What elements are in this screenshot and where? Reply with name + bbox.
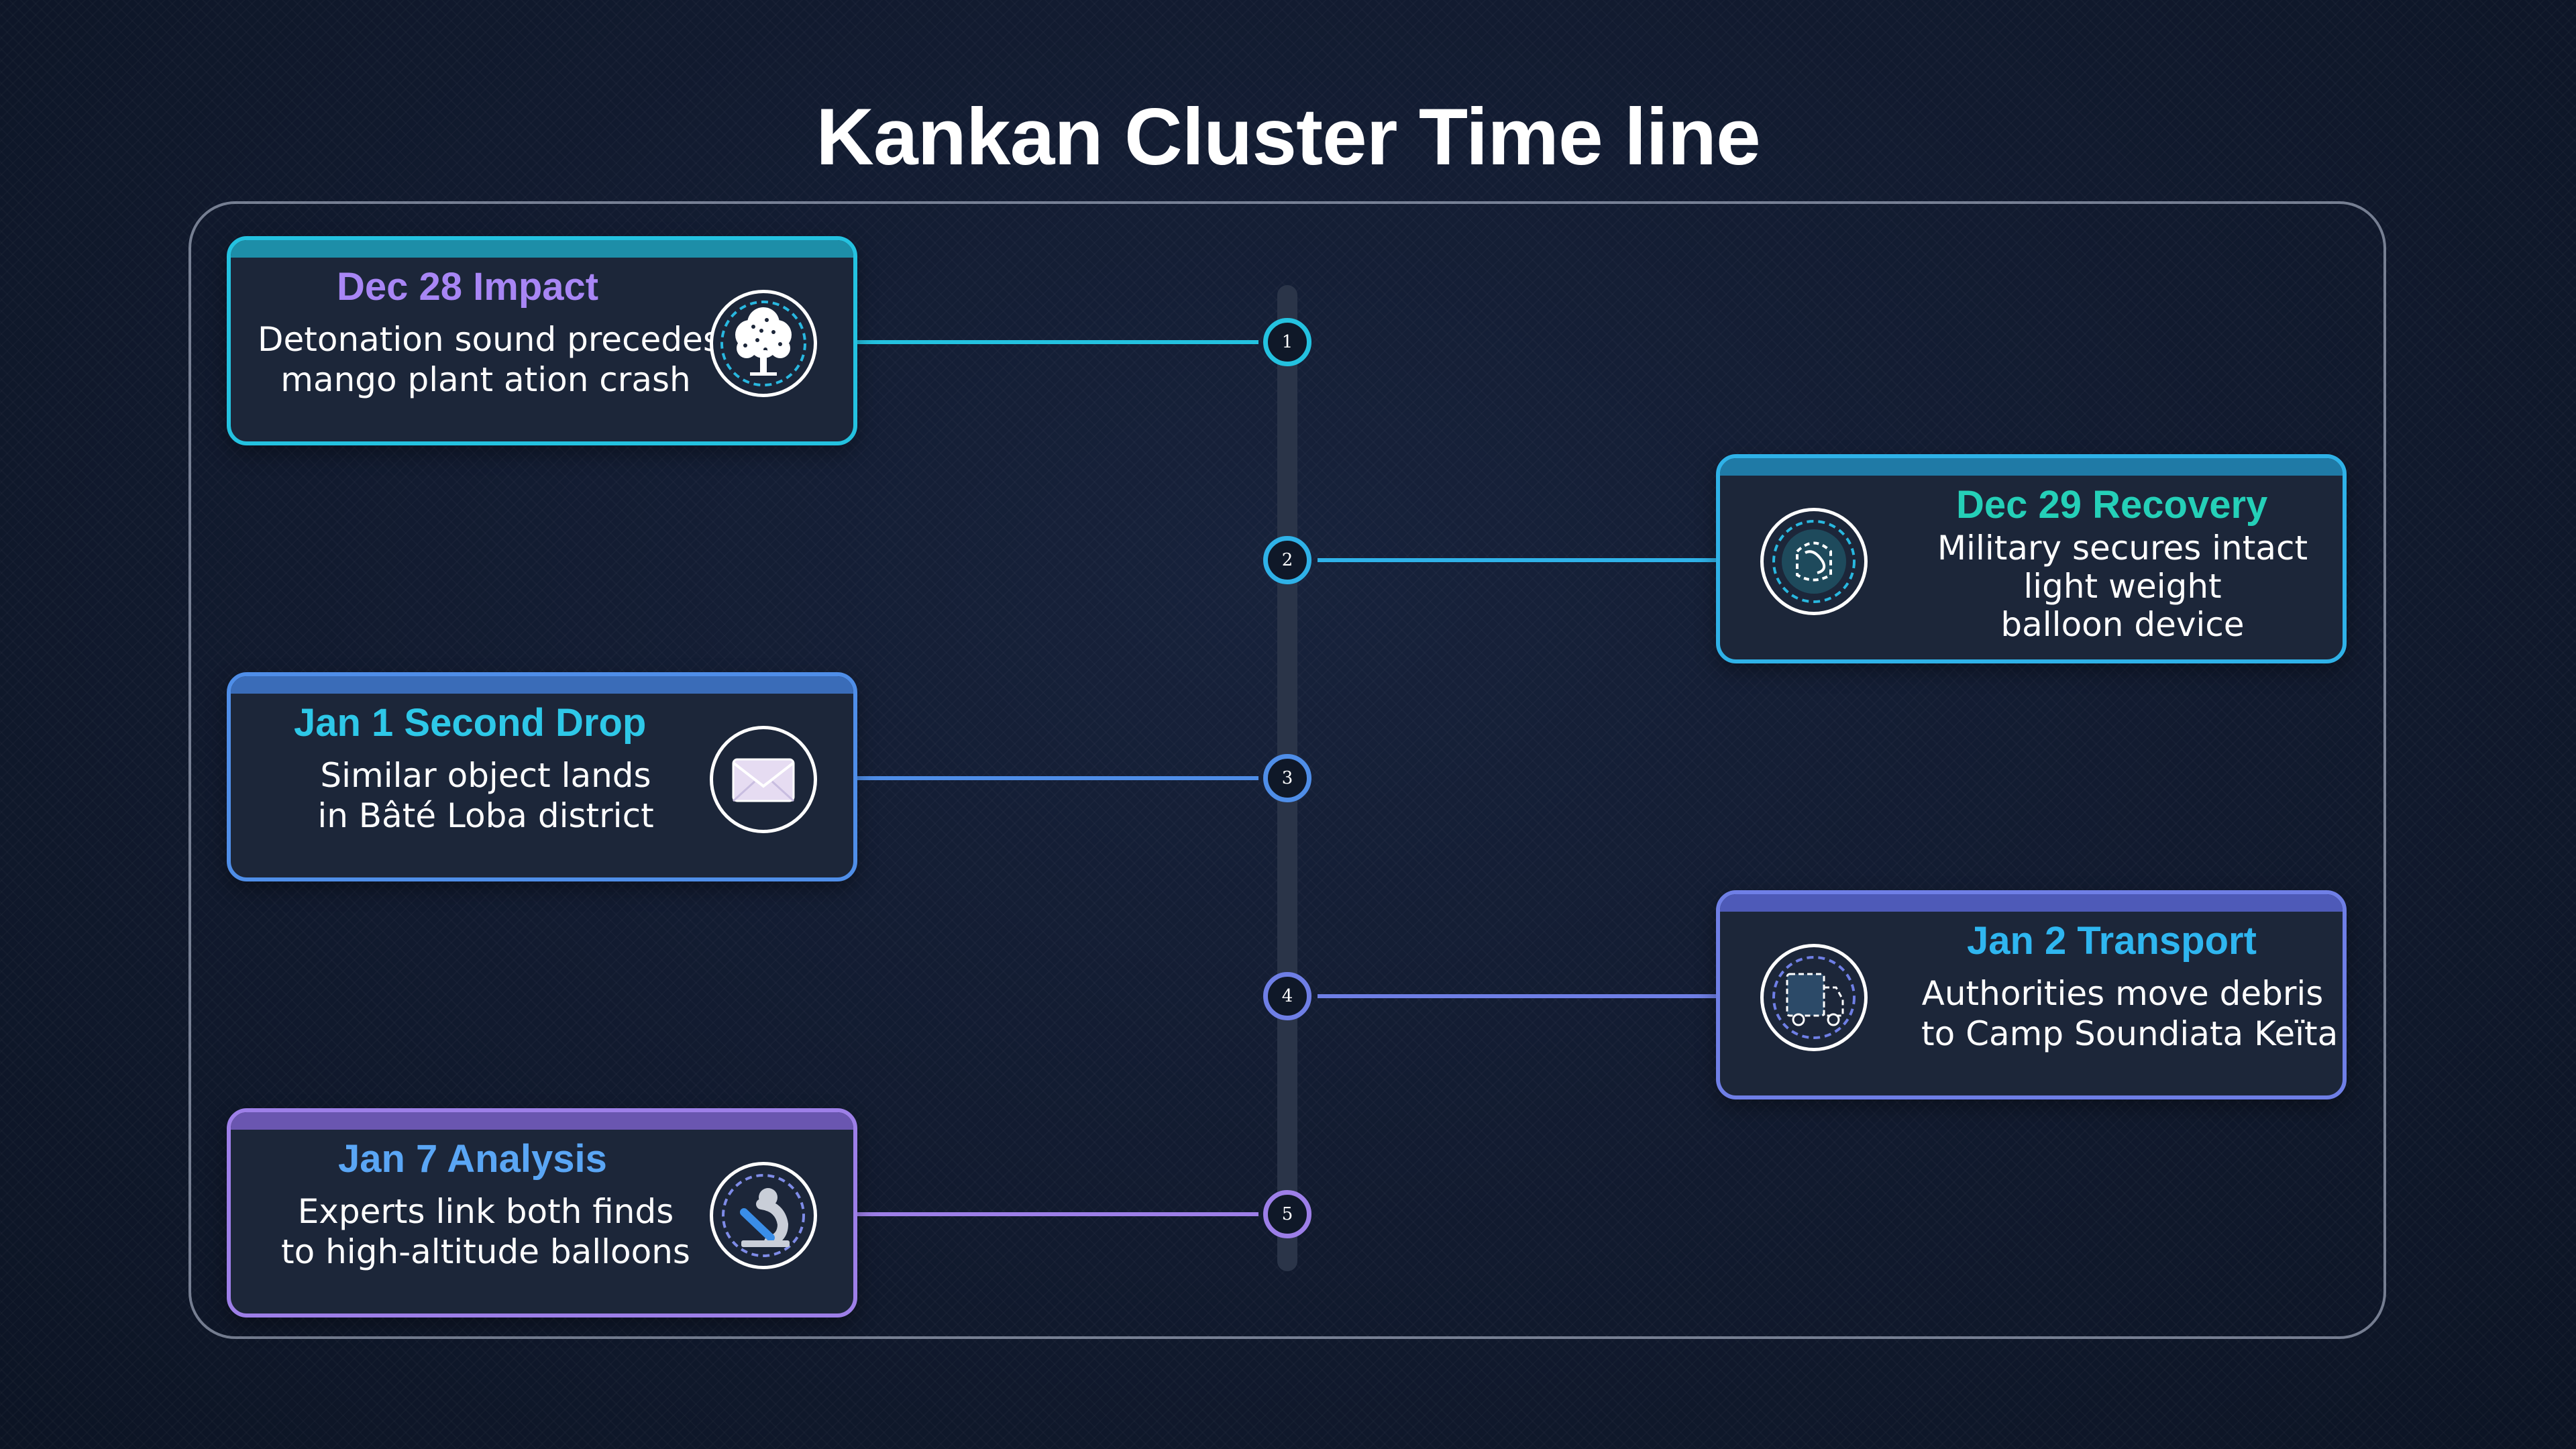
event-description: Authorities move debris to Camp Soundiat… [1921,973,2339,1054]
event-description-line: to high-altitude balloons [281,1232,690,1271]
event-title: Jan 2 Transport [1967,919,2257,963]
connector-5 [856,1212,1258,1216]
card-header-band [1720,894,2343,912]
event-description-line: Military secures intact [1937,529,2308,568]
timeline-node-2: 2 [1263,536,1311,584]
event-card-4: Jan 2 Transport Authorities move debris … [1716,890,2347,1099]
timeline-node-4: 4 [1263,972,1311,1020]
event-description: Similar object lands in Bâté Loba distri… [258,755,714,836]
node-number: 5 [1281,1204,1293,1224]
card-header-band [231,240,853,258]
envelope-icon [710,726,817,833]
event-description-line: Similar object lands [320,756,651,795]
node-number: 1 [1281,332,1293,352]
connector-3 [856,776,1258,780]
timeline-node-5: 5 [1263,1190,1311,1238]
timeline-node-3: 3 [1263,754,1311,802]
card-header-band [231,1112,853,1130]
card-header-band [1720,458,2343,476]
event-card-2: Dec 29 Recovery Military secures intact … [1716,454,2347,663]
timeline-frame [189,201,2386,1339]
timeline-node-1: 1 [1263,318,1311,366]
event-card-5: Jan 7 Analysis Experts link both finds t… [227,1108,857,1318]
event-description: Military secures intact light weight bal… [1921,529,2324,644]
microscope-icon [710,1162,817,1269]
event-description-line: light weight [2023,567,2222,606]
event-title: Jan 7 Analysis [338,1137,607,1181]
event-description-line: Authorities move debris [1921,974,2324,1013]
event-description-line: mango plant ation crash [280,360,691,399]
node-number: 3 [1281,768,1293,788]
event-description-line: to Camp Soundiata Keïta [1921,1014,2339,1053]
event-title: Dec 29 Recovery [1956,483,2268,527]
event-description-line: in Bâté Loba district [317,796,654,835]
event-description-line: Detonation sound precedes [258,320,720,359]
card-header-band [231,676,853,694]
event-description: Detonation sound precedes mango plant at… [258,319,720,400]
connector-4 [1318,994,1720,998]
node-number: 2 [1281,550,1293,570]
balloon-icon [1760,508,1868,615]
event-description-line: balloon device [2000,605,2245,644]
connector-2 [1318,558,1720,562]
event-description: Experts link both finds to high-altitude… [258,1191,714,1272]
truck-icon [1760,944,1868,1051]
event-card-3: Jan 1 Second Drop Similar object lands i… [227,672,857,881]
page-title: Kankan Cluster Time line [816,92,1761,182]
event-title: Dec 28 Impact [337,265,599,309]
event-card-1: Dec 28 Impact Detonation sound precedes … [227,236,857,445]
node-number: 4 [1281,986,1293,1006]
event-description-line: Experts link both finds [297,1192,674,1231]
connector-1 [856,340,1258,344]
tree-icon [710,290,817,397]
event-title: Jan 1 Second Drop [294,701,647,745]
